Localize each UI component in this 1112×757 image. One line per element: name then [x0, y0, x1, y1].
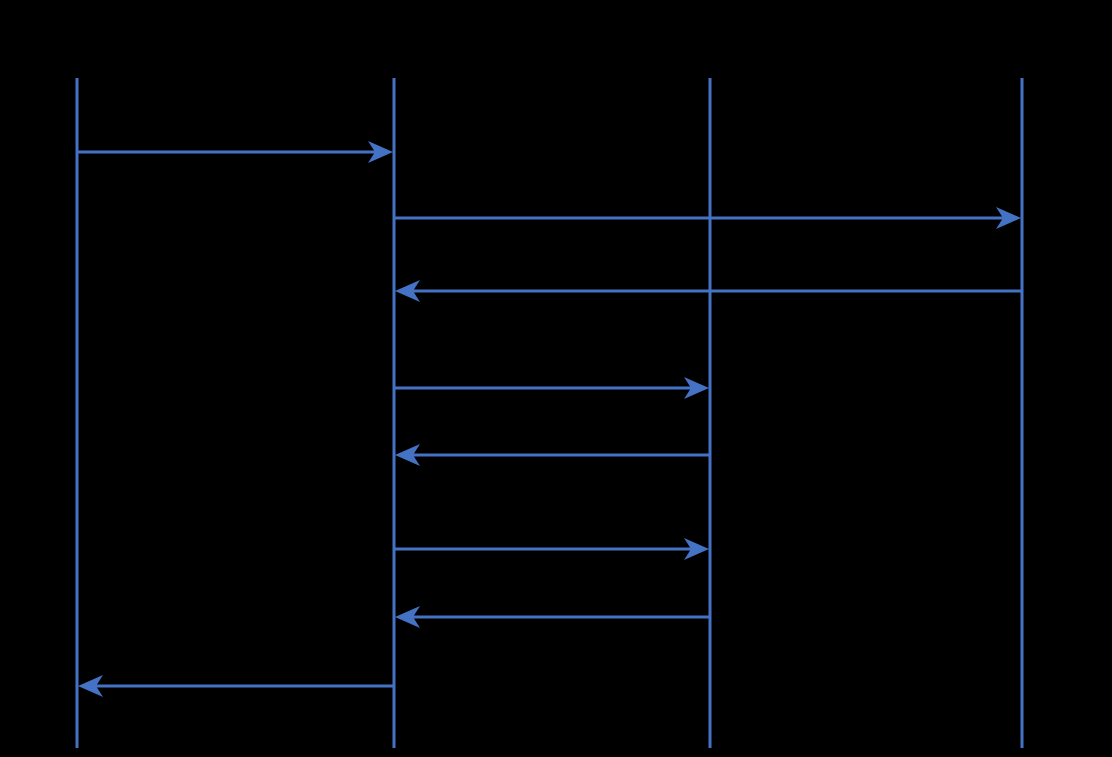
message-1 [77, 141, 393, 163]
message-arrowhead-icon [395, 606, 420, 628]
message-arrowhead-icon [684, 538, 709, 560]
message-arrowhead-icon [78, 675, 103, 697]
message-arrowhead-icon [368, 141, 393, 163]
message-7 [395, 606, 710, 628]
message-3 [395, 280, 1022, 302]
message-2 [394, 207, 1021, 229]
message-4 [394, 377, 709, 399]
message-5 [395, 444, 710, 466]
message-6 [394, 538, 709, 560]
message-arrowhead-icon [395, 280, 420, 302]
message-arrowhead-icon [996, 207, 1021, 229]
message-8 [78, 675, 394, 697]
message-arrowhead-icon [395, 444, 420, 466]
message-arrowhead-icon [684, 377, 709, 399]
